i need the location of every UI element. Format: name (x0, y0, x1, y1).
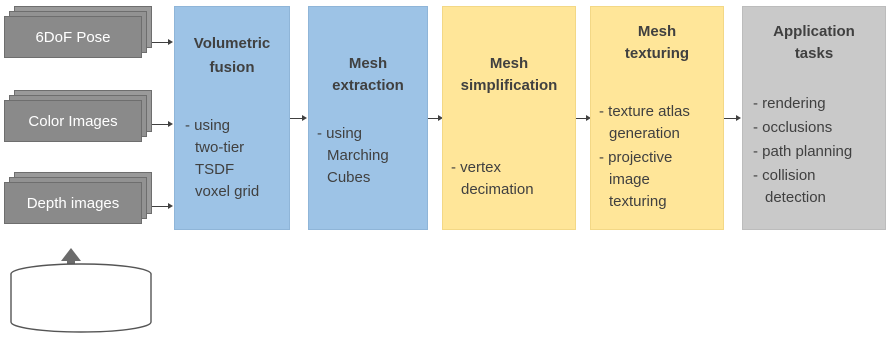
stage-title: tasks (794, 45, 834, 62)
stage-title: Application (773, 23, 855, 40)
input-label: Depth images (4, 182, 142, 224)
arrow-head (302, 115, 307, 121)
stage-mesh-extraction: Mesh extraction - using Marching Cubes (308, 6, 428, 230)
input-6dof-pose: 6DoF Pose (4, 6, 152, 58)
stage-bullet: Cubes (327, 169, 371, 186)
arrow-head (438, 115, 443, 121)
arrow-texturing-to-application (724, 118, 738, 119)
stage-bullet: texturing (609, 193, 667, 210)
input-depth-images: Depth images (4, 172, 152, 224)
arrow-simplification-to-texturing (576, 118, 588, 119)
stage-bullet: - collision (753, 167, 816, 184)
stage-title: Mesh (489, 55, 529, 72)
stage-bullet: TSDF (195, 161, 235, 178)
arrow-head (586, 115, 591, 121)
stage-bullet: decimation (461, 181, 534, 198)
stage-mesh-simplification: Mesh simplification - vertex decimation (442, 6, 576, 230)
arrow-pose-to-fusion (152, 42, 170, 43)
arrow-depth-to-fusion (152, 206, 170, 207)
stage-bullet: two-tier (195, 139, 245, 156)
input-label: Color Images (4, 100, 142, 142)
stage-bullet: generation (609, 125, 680, 142)
stage-bullet: - using (185, 117, 231, 134)
arrow-fusion-to-extraction (290, 118, 304, 119)
stage-bullet: Marching (327, 147, 389, 164)
arrow-extraction-to-simplification (428, 118, 440, 119)
stage-bullet: - texture atlas (599, 103, 690, 120)
stage-title: texturing (624, 45, 690, 62)
arrow-head (168, 203, 173, 209)
stage-bullet: - vertex (451, 159, 502, 176)
stage-bullet: - using (317, 125, 363, 142)
stage-bullet: - rendering (753, 95, 826, 112)
stage-title: simplification (460, 77, 558, 94)
arrow-head (736, 115, 741, 121)
stage-bullet: voxel grid (195, 183, 260, 200)
stage-title: Mesh (348, 55, 388, 72)
stage-bullet: - occlusions (753, 119, 833, 136)
arrow-color-to-fusion (152, 124, 170, 125)
stage-title: fusion (209, 59, 255, 76)
stage-mesh-texturing: Mesh texturing - texture atlas generatio… (590, 6, 724, 230)
input-color-images: Color Images (4, 90, 152, 142)
stage-application-tasks: Application tasks - rendering - occlusio… (742, 6, 886, 230)
stage-title: Mesh (637, 23, 677, 40)
arrow-head (168, 121, 173, 127)
stage-bullet: detection (765, 189, 826, 206)
stage-bullet: - path planning (753, 143, 853, 160)
input-label: 6DoF Pose (4, 16, 142, 58)
arrow-head (168, 39, 173, 45)
stage-bullet: image (609, 171, 650, 188)
database-cylinder-icon (10, 263, 152, 333)
stage-title: Volumetric (193, 35, 271, 52)
stage-title: extraction (332, 77, 404, 94)
stage-bullet: - projective (599, 149, 673, 166)
stage-volumetric-fusion: Volumetric fusion - using two-tier TSDF … (174, 6, 290, 230)
